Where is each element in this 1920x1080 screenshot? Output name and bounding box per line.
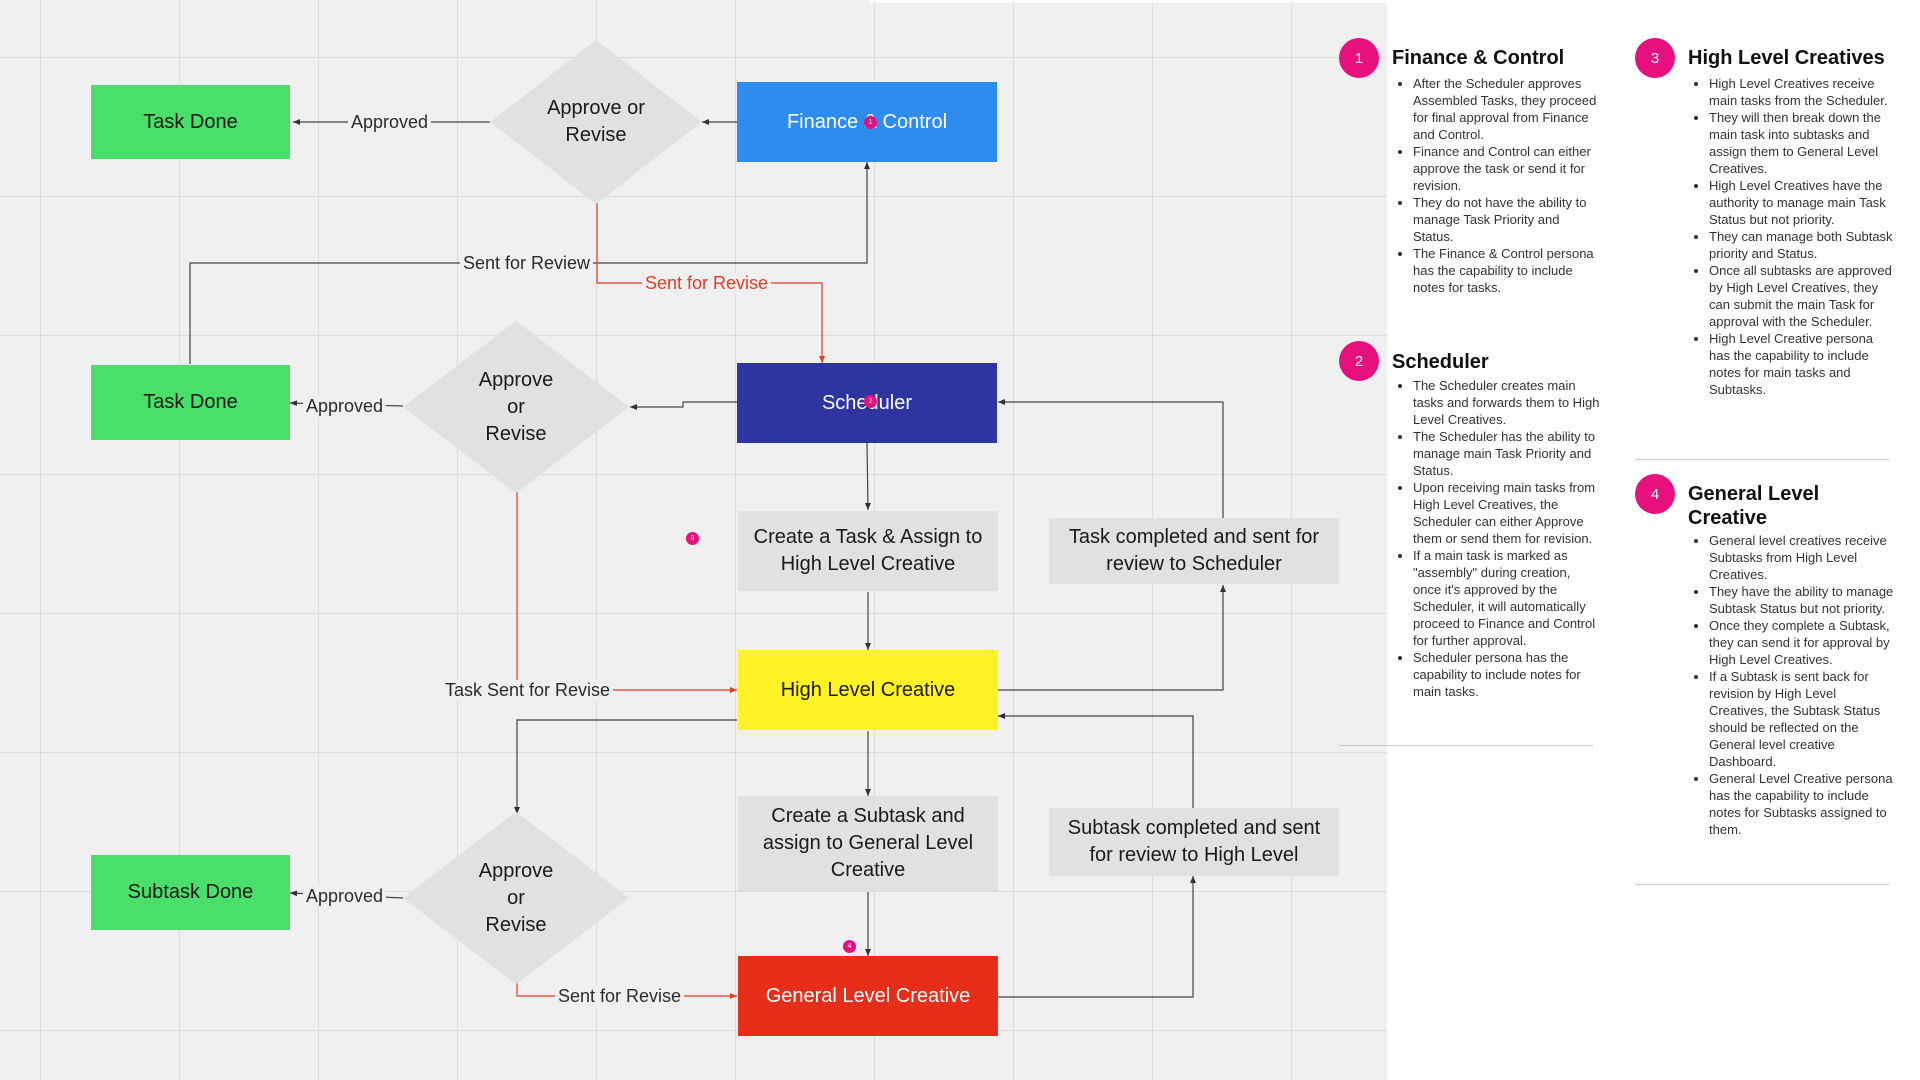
section-divider: [1339, 745, 1593, 746]
persona-marker-2[interactable]: 2: [864, 395, 877, 408]
bullet-item: They can manage both Subtask priority an…: [1709, 228, 1897, 262]
persona-marker-1[interactable]: 1: [864, 116, 877, 129]
node-label: Create a Task & Assign to High Level Cre…: [753, 526, 983, 575]
legend-section-scheduler: 2 Scheduler The Scheduler creates main t…: [1339, 341, 1599, 746]
section-bullets: High Level Creatives receive main tasks …: [1691, 75, 1897, 398]
bullet-item: They will then break down the main task …: [1709, 109, 1897, 177]
node-label: Subtask completed and sent for review to…: [1067, 817, 1321, 866]
decision-approve-or-revise[interactable]: Approve or Revise: [490, 39, 702, 205]
edge-hlc-to-decision3: [514, 719, 737, 814]
task-done-node[interactable]: Task Done: [91, 365, 290, 440]
bullet-item: After the Scheduler approves Assembled T…: [1413, 75, 1601, 143]
persona-legend-panel: [1387, 0, 1920, 1080]
bullet-item: They have the ability to manage Subtask …: [1709, 583, 1897, 617]
legend-section-general-level: 4 General Level Creative General level c…: [1635, 474, 1895, 886]
decision-label: Approve or Revise: [478, 859, 554, 936]
edge-task-sent-for-revise: [516, 492, 737, 693]
bullet-item: Once they complete a Subtask, they can s…: [1709, 617, 1897, 668]
bullet-item: Upon receiving main tasks from High Leve…: [1413, 479, 1601, 547]
number-badge: 4: [1635, 474, 1675, 514]
top-toolbar-edge: [870, 0, 1390, 3]
section-bullets: The Scheduler creates main tasks and for…: [1395, 377, 1601, 700]
edge-subtask-completed-to-hlc: [998, 713, 1194, 808]
bullet-item: They do not have the ability to manage T…: [1413, 194, 1601, 245]
legend-section-high-level: 3 High Level Creatives High Level Creati…: [1635, 38, 1897, 460]
edge-glc-to-subtask-completed: [998, 876, 1196, 998]
section-title: High Level Creatives: [1688, 47, 1885, 69]
edge-label-sent-for-review: Sent for Review: [460, 253, 594, 274]
edge-label-sent-for-revise: Sent for Revise: [642, 273, 772, 294]
node-label: Task Done: [143, 110, 238, 133]
decision-approve-or-revise[interactable]: Approve or Revise: [402, 811, 630, 985]
edge-hlc-to-task-completed: [998, 585, 1226, 691]
task-completed-node[interactable]: Task completed and sent for review to Sc…: [1049, 518, 1339, 584]
edge-scheduler-to-create-task: [864, 442, 871, 511]
edge-label-sent-for-revise: Sent for Revise: [555, 986, 685, 1007]
section-title: Scheduler: [1392, 351, 1489, 373]
section-title: Finance & Control: [1392, 47, 1565, 69]
bullet-item: The Scheduler has the ability to manage …: [1413, 428, 1601, 479]
bullet-item: High Level Creatives receive main tasks …: [1709, 75, 1897, 109]
create-task-node[interactable]: Create a Task & Assign to High Level Cre…: [738, 511, 998, 591]
bullet-item: Scheduler persona has the capability to …: [1413, 649, 1601, 700]
edge-label-task-sent-for-revise: Task Sent for Revise: [442, 680, 614, 701]
subtask-completed-node[interactable]: Subtask completed and sent for review to…: [1049, 808, 1339, 876]
node-label: Create a Subtask and assign to General L…: [762, 805, 974, 881]
decision-label: Approve or Revise: [547, 97, 645, 146]
node-label: General Level Creative: [765, 984, 971, 1007]
number-badge: 3: [1635, 38, 1675, 78]
section-divider: [1635, 459, 1889, 460]
bullet-item: Once all subtasks are approved by High L…: [1709, 262, 1897, 330]
bullet-item: General level creatives receive Subtasks…: [1709, 532, 1897, 583]
number-badge: 2: [1339, 341, 1379, 381]
section-title: General Level Creative: [1688, 483, 1820, 529]
section-bullets: After the Scheduler approves Assembled T…: [1395, 75, 1601, 296]
bullet-item: If a main task is marked as "assembly" d…: [1413, 547, 1601, 649]
node-label: High Level Creative: [780, 678, 956, 701]
node-label: Task completed and sent for review to Sc…: [1068, 526, 1320, 575]
node-label: Task Done: [143, 391, 238, 413]
edge-task-completed-to-scheduler: [998, 399, 1224, 520]
bullet-item: General Level Creative persona has the c…: [1709, 770, 1897, 838]
section-bullets: General level creatives receive Subtasks…: [1691, 532, 1897, 838]
edge-label-approved: Approved: [303, 396, 387, 417]
edge-label-approved: Approved: [348, 112, 432, 133]
bullet-item: Finance and Control can either approve t…: [1413, 143, 1601, 194]
number-badge: 1: [1339, 38, 1379, 78]
create-subtask-node[interactable]: Create a Subtask and assign to General L…: [738, 796, 998, 891]
subtask-done-node[interactable]: Subtask Done: [91, 855, 290, 930]
decision-approve-or-revise[interactable]: Approve or Revise: [402, 320, 630, 494]
decision-label: Approve or Revise: [478, 368, 554, 445]
task-done-node[interactable]: Task Done: [91, 85, 290, 159]
bullet-item: The Scheduler creates main tasks and for…: [1413, 377, 1601, 428]
bullet-item: The Finance & Control persona has the ca…: [1413, 245, 1601, 296]
section-divider: [1635, 884, 1889, 885]
node-label: Subtask Done: [127, 881, 254, 903]
bullet-item: If a Subtask is sent back for revision b…: [1709, 668, 1897, 770]
bullet-item: High Level Creatives have the authority …: [1709, 177, 1897, 228]
bullet-item: High Level Creative persona has the capa…: [1709, 330, 1897, 398]
persona-marker-3[interactable]: 3: [686, 532, 699, 545]
high-level-creative-node[interactable]: High Level Creative: [738, 650, 998, 730]
edge-label-approved: Approved: [303, 886, 387, 907]
general-level-creative-node[interactable]: General Level Creative: [738, 956, 998, 1036]
edge-scheduler-to-decision2: [630, 401, 737, 410]
persona-marker-4[interactable]: 4: [843, 940, 856, 953]
legend-section-finance: 1 Finance & Control After the Scheduler …: [1339, 38, 1599, 328]
